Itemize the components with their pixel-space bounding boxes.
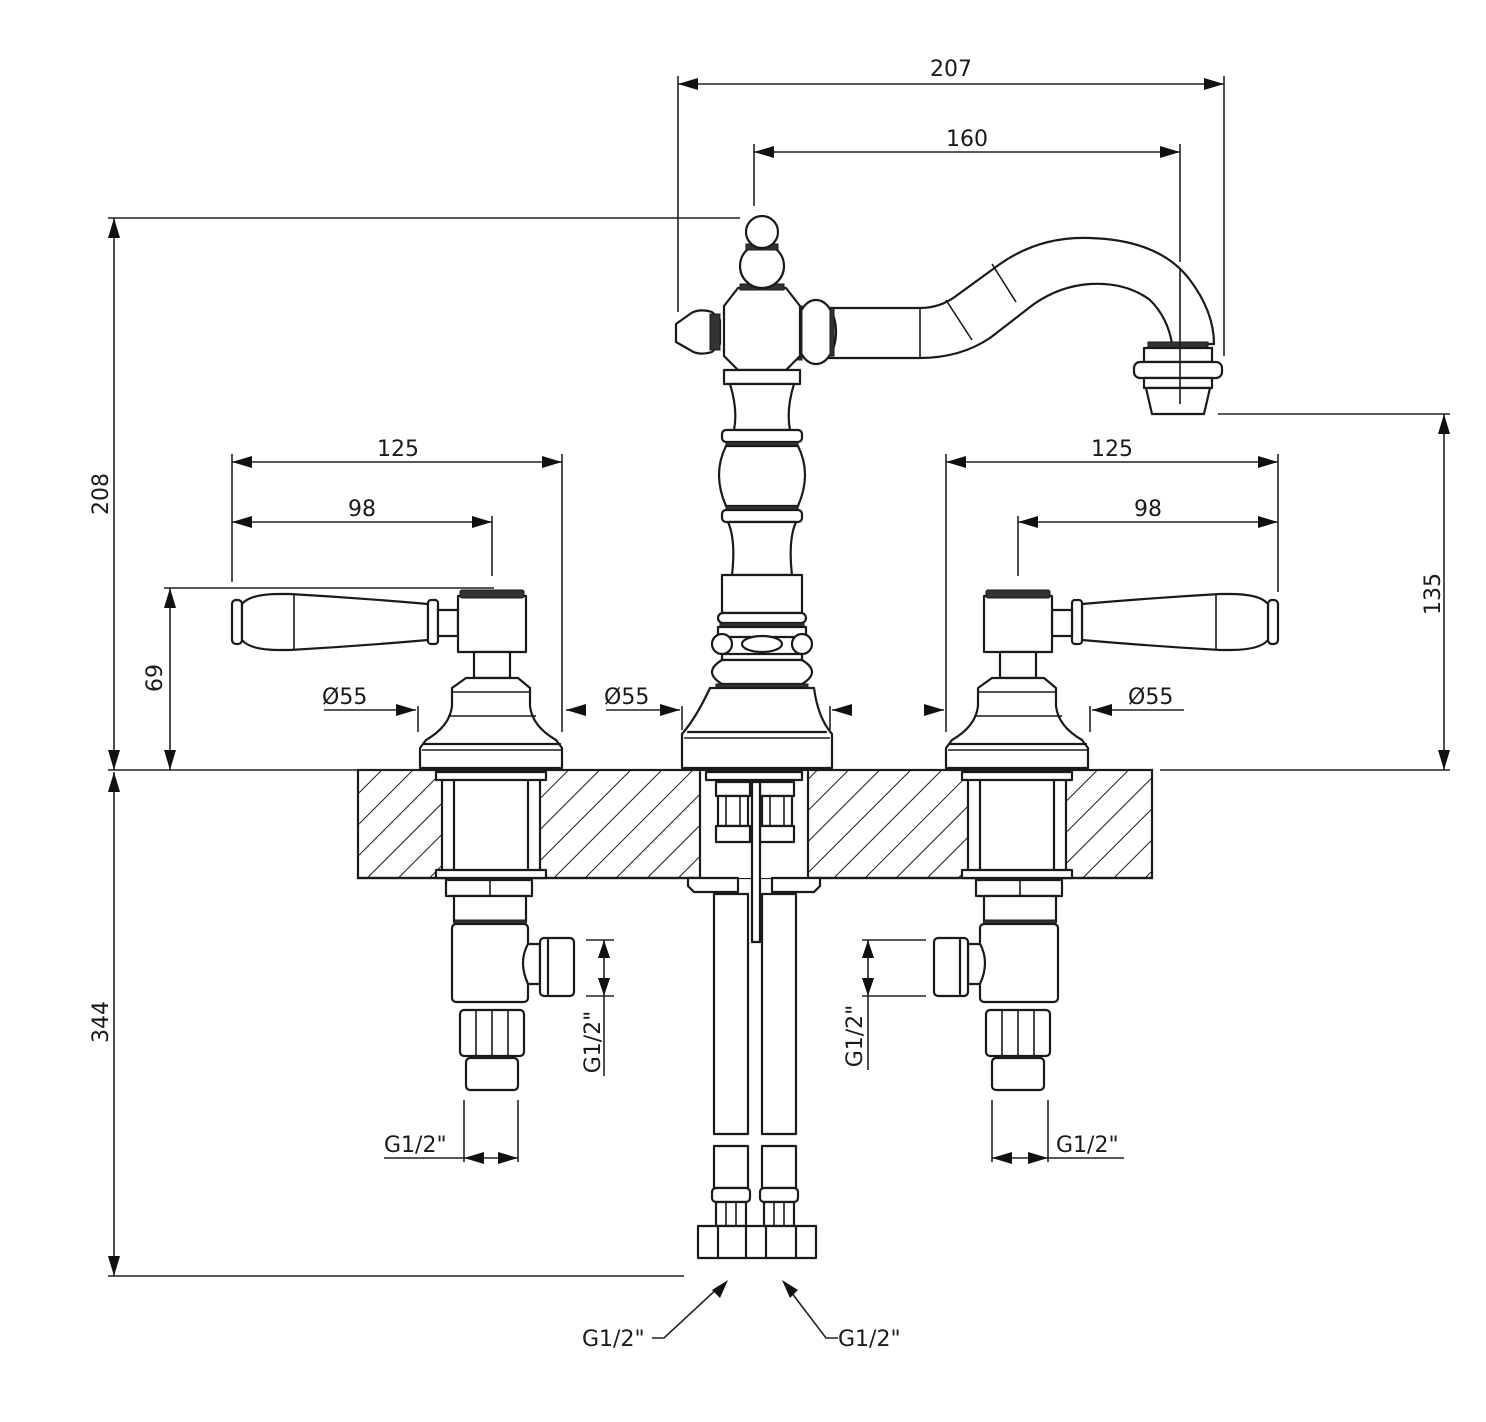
dim-label-right-diameter: Ø55: [1128, 685, 1173, 710]
dimension-labels: 207 160 208 344 69 135 125 98 125 98 Ø55…: [89, 57, 1446, 1352]
dim-label-right-125: 125: [1091, 437, 1133, 462]
flexible-hose-left: [710, 780, 752, 1228]
dim-label-69: 69: [143, 664, 168, 692]
thread-label-hose-right: G1/2": [838, 1327, 901, 1352]
dimension-lines: [108, 76, 1450, 1339]
dim-label-left-125: 125: [377, 437, 419, 462]
dim-label-160: 160: [946, 127, 988, 152]
dim-label-344: 344: [89, 1001, 114, 1043]
thread-label-right-bottom: G1/2": [1056, 1133, 1119, 1158]
right-lever-handle: [1050, 592, 1280, 652]
left-lever-handle: [230, 592, 460, 652]
dim-label-centre-diameter: Ø55: [604, 685, 649, 710]
dim-label-left-diameter: Ø55: [322, 685, 367, 710]
spout-aerator: [1132, 270, 1224, 416]
thread-label-right-side: G1/2": [843, 1005, 868, 1068]
thread-label-left-side: G1/2": [581, 1011, 606, 1074]
dim-label-208: 208: [89, 473, 114, 515]
dim-label-right-98: 98: [1134, 497, 1162, 522]
dim-label-135: 135: [1421, 573, 1446, 615]
thread-label-hose-left: G1/2": [582, 1327, 645, 1352]
thread-label-left-bottom: G1/2": [384, 1133, 447, 1158]
dim-label-left-98: 98: [348, 497, 376, 522]
centre-spout: [674, 214, 1224, 1260]
left-valve: [230, 589, 576, 1092]
dim-label-207: 207: [930, 57, 972, 82]
right-valve: [932, 589, 1280, 1092]
